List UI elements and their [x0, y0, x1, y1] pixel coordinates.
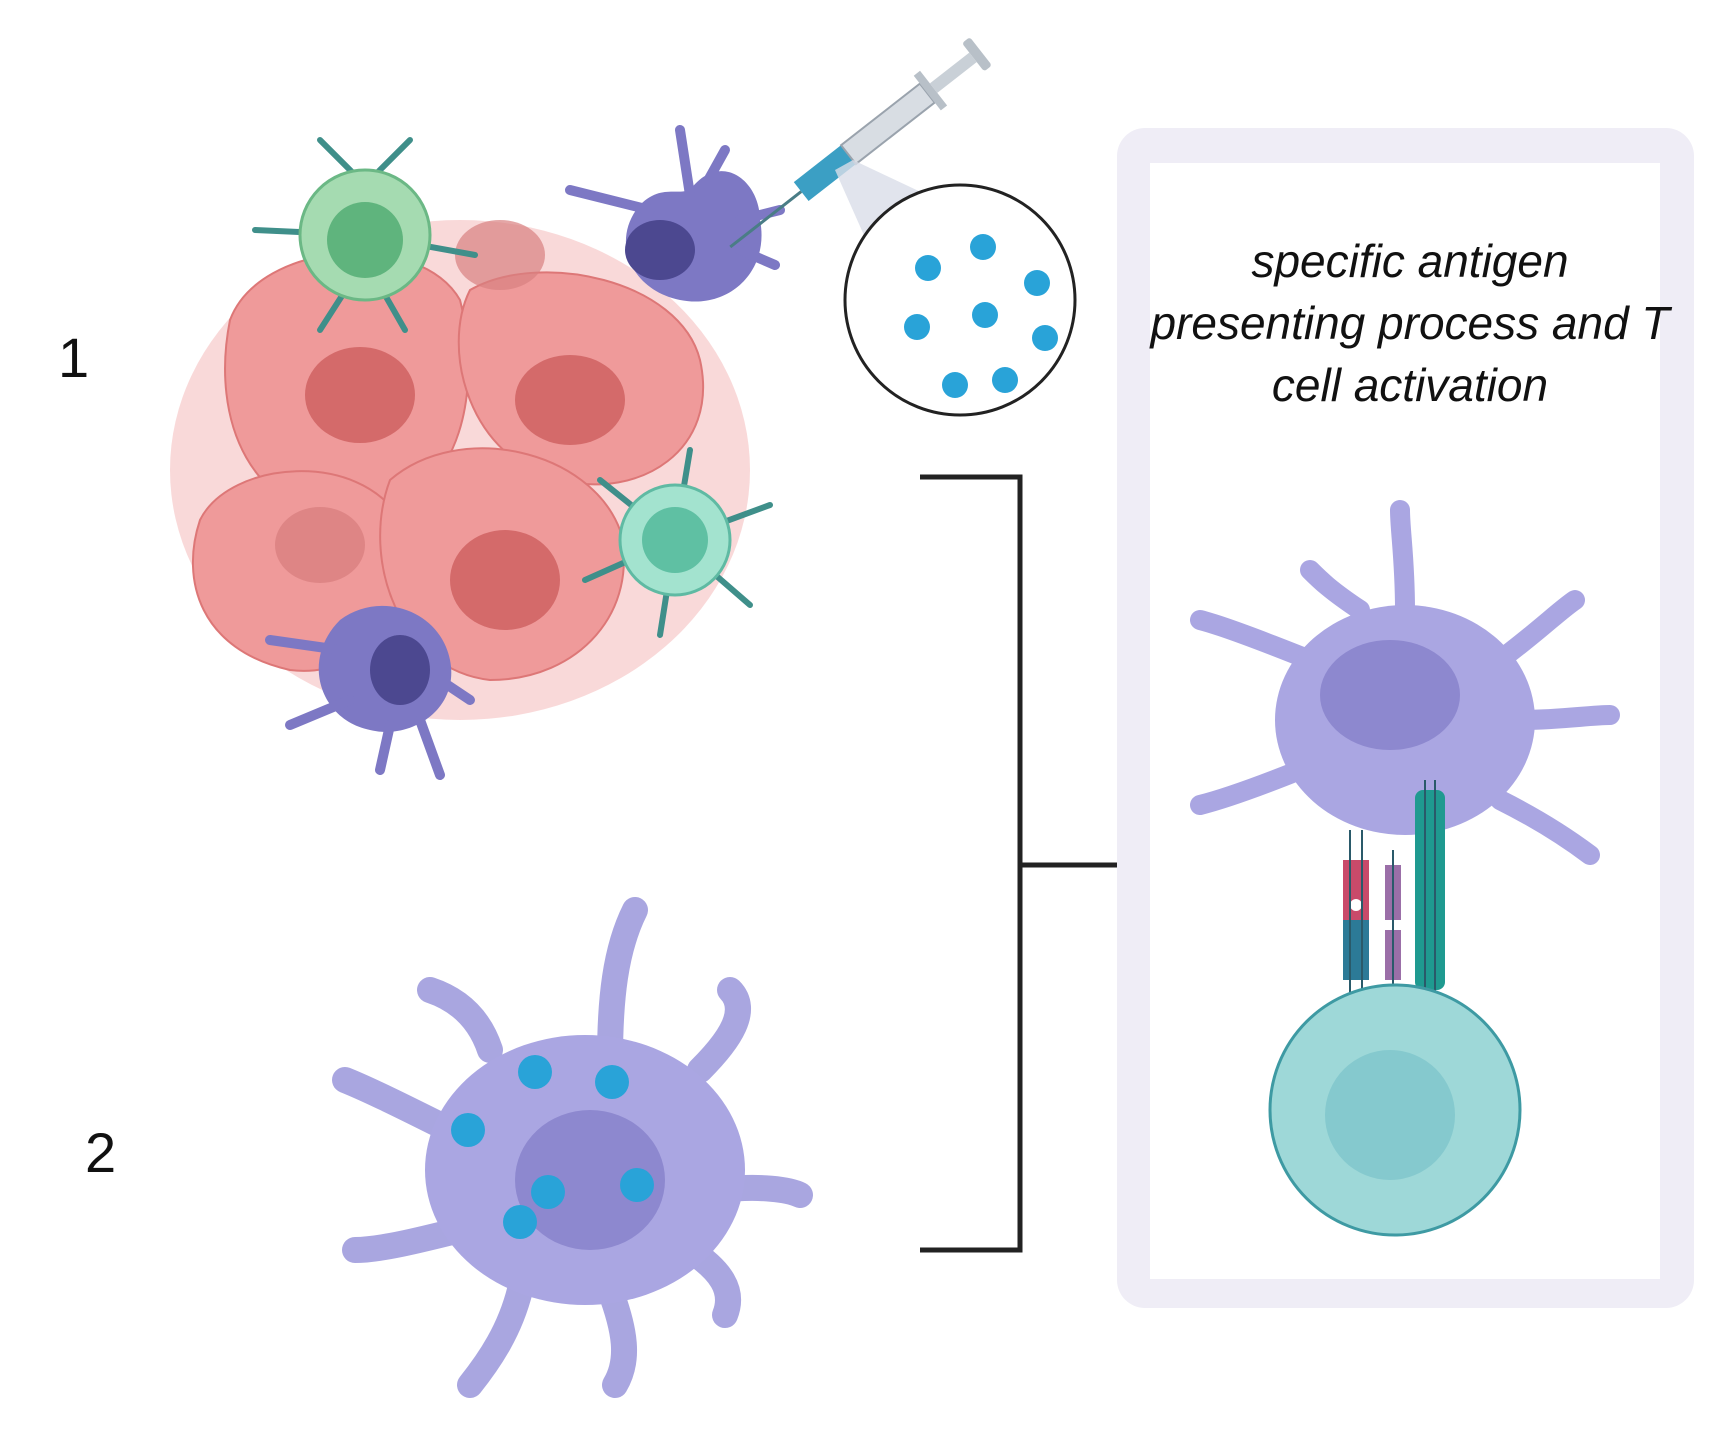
- t-cell: [1268, 983, 1522, 1237]
- step-label-2: 2: [85, 1121, 117, 1184]
- dendritic-cell-top: [565, 125, 785, 302]
- antibody-receptors: [1343, 780, 1445, 1040]
- t-cell-teal: [582, 447, 773, 638]
- antigen-particles: [843, 183, 1077, 417]
- panel-caption: specific antigen presenting process and …: [1150, 235, 1670, 411]
- bracket-connector: [920, 474, 1117, 1253]
- panel-dendritic-cell: [1190, 500, 1620, 865]
- tumor-cells: [170, 220, 750, 720]
- syringe-icon: [729, 38, 991, 249]
- dendritic-cell-loaded: [332, 897, 813, 1398]
- dendritic-cell-bottom: [265, 605, 475, 780]
- t-cell-green: [252, 137, 478, 333]
- step-label-1: 1: [58, 326, 90, 389]
